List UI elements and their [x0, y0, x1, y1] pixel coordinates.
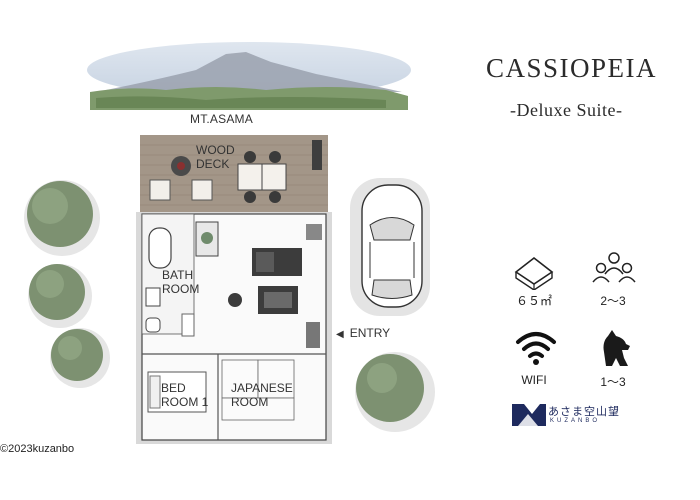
floor-area-icon	[514, 256, 554, 290]
copyright-text: ©2023kuzanbo	[0, 443, 75, 455]
page-title: CASSIOPEIA	[486, 53, 658, 83]
wifi-icon	[516, 332, 556, 365]
tree-illustration-right	[355, 352, 435, 432]
tree-illustrations-left	[24, 180, 110, 388]
mt-asama-illustration	[87, 42, 411, 110]
floor-plan	[24, 135, 435, 444]
landmark-label: MT.ASAMA	[190, 112, 253, 126]
feature-guests-label: 2〜3	[600, 294, 626, 308]
feature-pets-label: 1〜3	[600, 375, 626, 389]
car-parking	[350, 178, 430, 316]
people-icon	[592, 252, 636, 283]
page-subtitle: -Deluxe Suite-	[510, 100, 623, 120]
entry-label: ◀ENTRY	[336, 326, 391, 340]
entry-arrow-icon: ◀	[336, 329, 344, 340]
feature-area-label: ６５㎡	[515, 294, 552, 308]
brand-name-jp: あさま空山望	[548, 406, 620, 418]
feature-wifi-label: WIFI	[521, 373, 547, 387]
dog-icon	[603, 330, 630, 366]
kuzanbo-logo	[512, 404, 546, 426]
brand-name-en: KUZANBO	[550, 418, 601, 424]
